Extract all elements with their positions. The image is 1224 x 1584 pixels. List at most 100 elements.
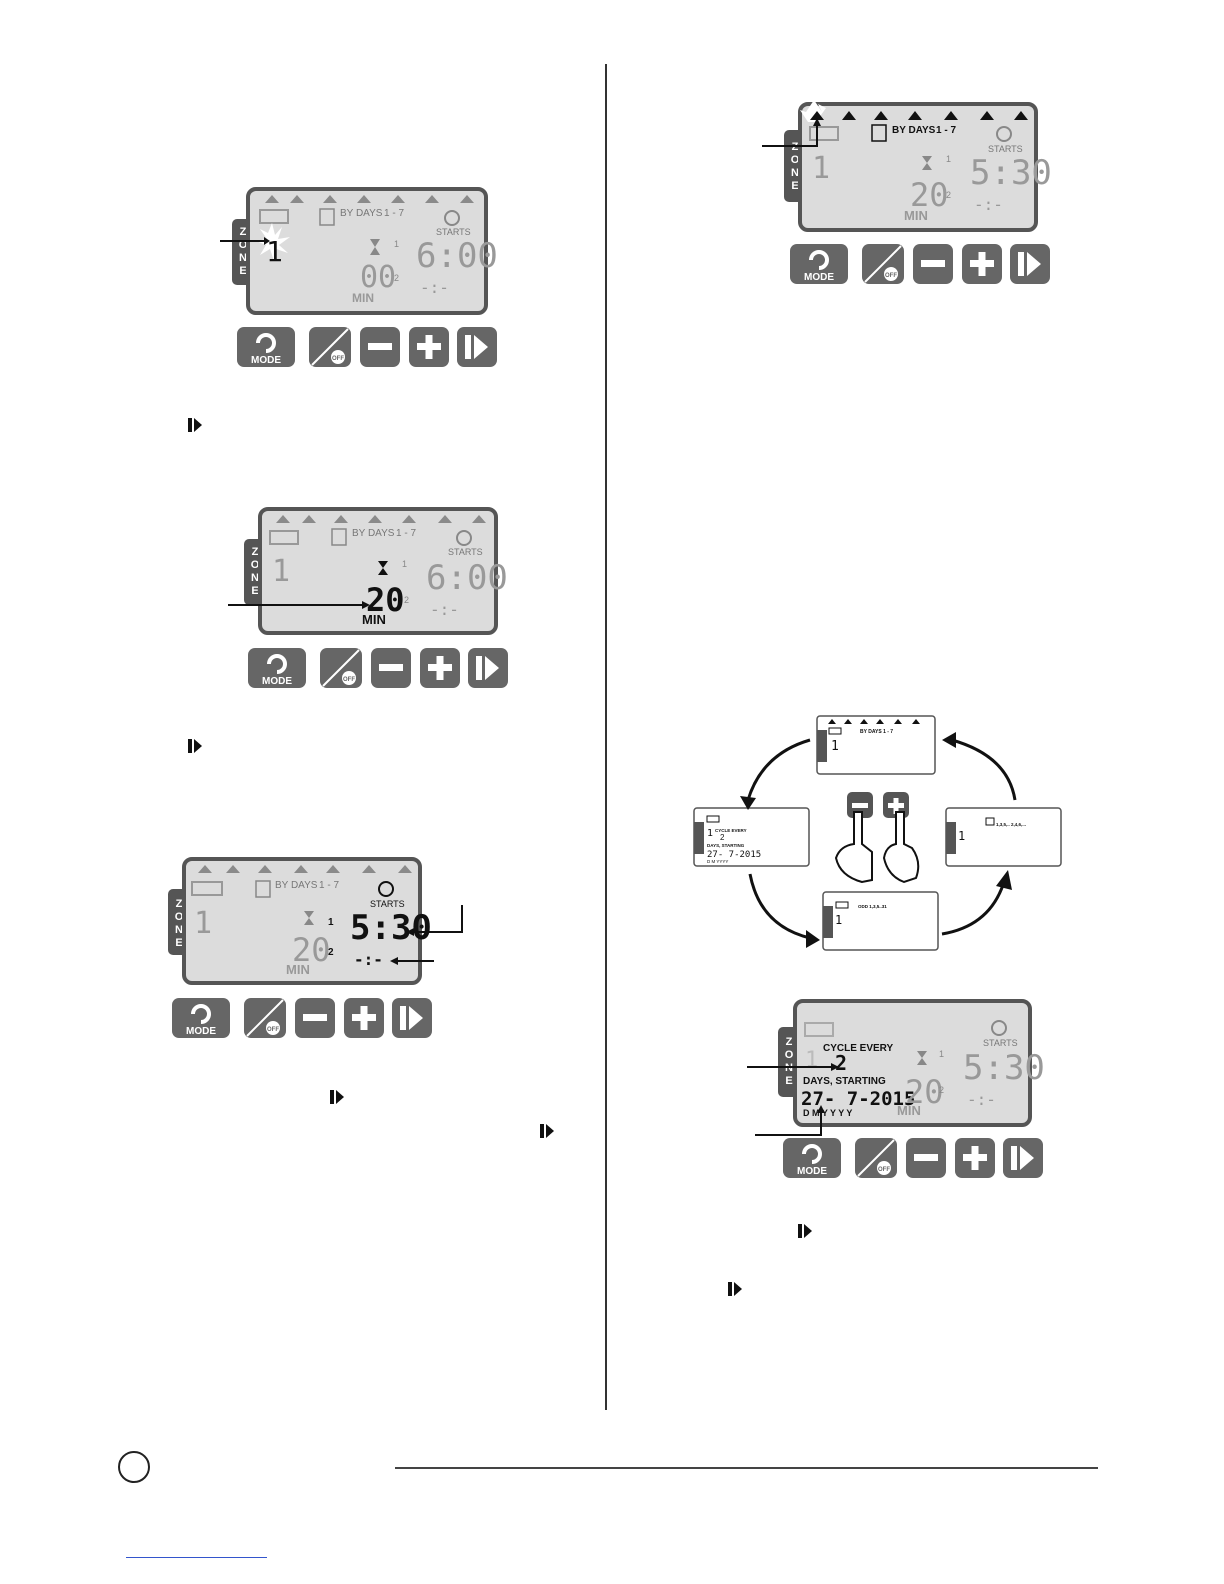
mode-button[interactable]: MODE xyxy=(172,998,230,1038)
svg-text:OFF: OFF xyxy=(267,1027,279,1033)
rain-off-button[interactable]: OFF xyxy=(855,1138,897,1178)
svg-text:1 - 7: 1 - 7 xyxy=(319,880,339,891)
date-labels: D M Y Y Y Y xyxy=(803,1108,852,1118)
start-time-1: 5:30 xyxy=(350,908,432,948)
svg-text:1: 1 xyxy=(946,154,951,164)
start-time-2: -:- xyxy=(967,1090,996,1109)
battery-icon xyxy=(804,1022,834,1037)
rain-off-button[interactable]: OFF xyxy=(309,327,351,367)
svg-text:D M YYYY: D M YYYY xyxy=(707,859,728,864)
hourglass-icon xyxy=(917,1051,927,1058)
min-label: MIN xyxy=(352,291,374,305)
zone-letter: N xyxy=(239,252,247,264)
rain-off-button[interactable]: OFF xyxy=(244,998,286,1038)
start-time-2: -:- xyxy=(974,195,1003,214)
start-date: 27- 7-2015 xyxy=(801,1088,915,1110)
next-arrow-icon xyxy=(539,1123,555,1139)
calendar-icon xyxy=(255,880,271,898)
next-button[interactable] xyxy=(457,327,497,367)
mode-button[interactable]: MODE xyxy=(783,1138,841,1178)
svg-text:N: N xyxy=(175,924,183,936)
min-label: MIN xyxy=(904,208,928,223)
minus-button[interactable] xyxy=(371,648,411,688)
svg-text:Z: Z xyxy=(786,1036,793,1048)
hourglass-icon xyxy=(304,911,314,918)
svg-text:E: E xyxy=(791,180,798,192)
min-label: MIN xyxy=(362,612,386,627)
svg-text:OFF: OFF xyxy=(885,273,897,279)
rain-off-icon xyxy=(331,350,345,364)
mode-button[interactable]: MODE xyxy=(248,648,306,688)
button-row: MODE OFF xyxy=(789,242,1059,287)
svg-text:O: O xyxy=(251,559,260,571)
plus-button[interactable] xyxy=(409,327,449,367)
hand-icon xyxy=(834,811,920,884)
svg-text:1: 1 xyxy=(831,739,839,754)
svg-text:BY DAYS 1 - 7: BY DAYS 1 - 7 xyxy=(860,729,893,735)
duration-value: 20 xyxy=(905,1073,944,1111)
minus-button[interactable] xyxy=(295,998,335,1038)
svg-text:1: 1 xyxy=(394,239,399,249)
zone-letter: E xyxy=(239,265,246,277)
minus-button[interactable] xyxy=(906,1138,946,1178)
minus-icon xyxy=(368,343,392,350)
days-starting-label: DAYS, STARTING xyxy=(803,1076,886,1087)
svg-text:1: 1 xyxy=(958,829,965,843)
range-label: 1 - 7 xyxy=(384,208,404,219)
hourglass-icon xyxy=(922,156,932,163)
minus-button[interactable] xyxy=(913,244,953,284)
zone-number: 1 xyxy=(805,1048,818,1073)
min-label: MIN xyxy=(286,962,310,977)
next-button[interactable] xyxy=(392,998,432,1038)
rain-off-button[interactable]: OFF xyxy=(862,244,904,284)
footer-link-underline[interactable] xyxy=(126,1557,267,1558)
mode-button[interactable]: MODE xyxy=(790,244,848,284)
controller-figure-1: Z O N E BY DAYS 1 - 7 STARTS 1 1 xyxy=(220,185,510,375)
svg-text:27- 7-2015: 27- 7-2015 xyxy=(707,850,761,860)
calendar-icon xyxy=(871,124,887,142)
cycle-every-label: CYCLE EVERY xyxy=(823,1043,894,1054)
plus-button[interactable] xyxy=(955,1138,995,1178)
start-time-2: -:- xyxy=(430,600,459,619)
svg-text:2: 2 xyxy=(720,833,725,842)
calendar-icon xyxy=(331,528,347,546)
svg-text:E: E xyxy=(251,585,258,597)
mini-screen-bottom: ODD 1,3,5..31 1 xyxy=(822,891,939,951)
plus-button[interactable] xyxy=(962,244,1002,284)
by-days-label: BY DAYS xyxy=(340,208,383,219)
mode-cycle-diagram: BY DAYS 1 - 7 1 1 CYCLE EVERY 2 DAYS, ST… xyxy=(690,712,1065,960)
svg-text:E: E xyxy=(175,937,182,949)
svg-text:Z: Z xyxy=(176,898,183,910)
minus-button[interactable] xyxy=(360,327,400,367)
svg-text:1: 1 xyxy=(707,828,713,839)
mini-screen-top: BY DAYS 1 - 7 1 xyxy=(816,715,936,775)
calendar-icon xyxy=(319,208,335,226)
button-row: MODE OFF xyxy=(247,646,517,691)
plus-button[interactable] xyxy=(344,998,384,1038)
alarm-clock-icon xyxy=(444,210,460,226)
plus-button[interactable] xyxy=(420,648,460,688)
svg-text:1 - 7: 1 - 7 xyxy=(936,125,956,136)
cycle-value: 2 xyxy=(835,1051,847,1075)
svg-text:BY DAYS: BY DAYS xyxy=(275,880,318,891)
svg-text:DAYS, STARTING: DAYS, STARTING xyxy=(707,843,745,848)
alarm-clock-icon xyxy=(456,530,472,546)
svg-text:STARTS: STARTS xyxy=(370,899,405,909)
svg-text:STARTS: STARTS xyxy=(448,547,483,557)
start-time-1: 6:00 xyxy=(426,558,508,598)
alarm-clock-icon xyxy=(996,126,1012,142)
next-arrow-icon xyxy=(474,335,488,359)
duration-value: 20 xyxy=(292,931,331,969)
duration-value: 00 xyxy=(360,260,396,295)
alarm-clock-icon xyxy=(378,881,394,897)
next-button[interactable] xyxy=(1003,1138,1043,1178)
svg-text:O: O xyxy=(785,1049,794,1061)
mode-button[interactable]: MODE xyxy=(237,327,295,367)
zone-number: 1 xyxy=(812,151,830,186)
start-time-2: -:- xyxy=(420,278,449,297)
rain-off-button[interactable]: OFF xyxy=(320,648,362,688)
next-button[interactable] xyxy=(1010,244,1050,284)
next-button[interactable] xyxy=(468,648,508,688)
duration-value: 20 xyxy=(910,176,949,214)
hourglass-icon xyxy=(370,239,380,247)
